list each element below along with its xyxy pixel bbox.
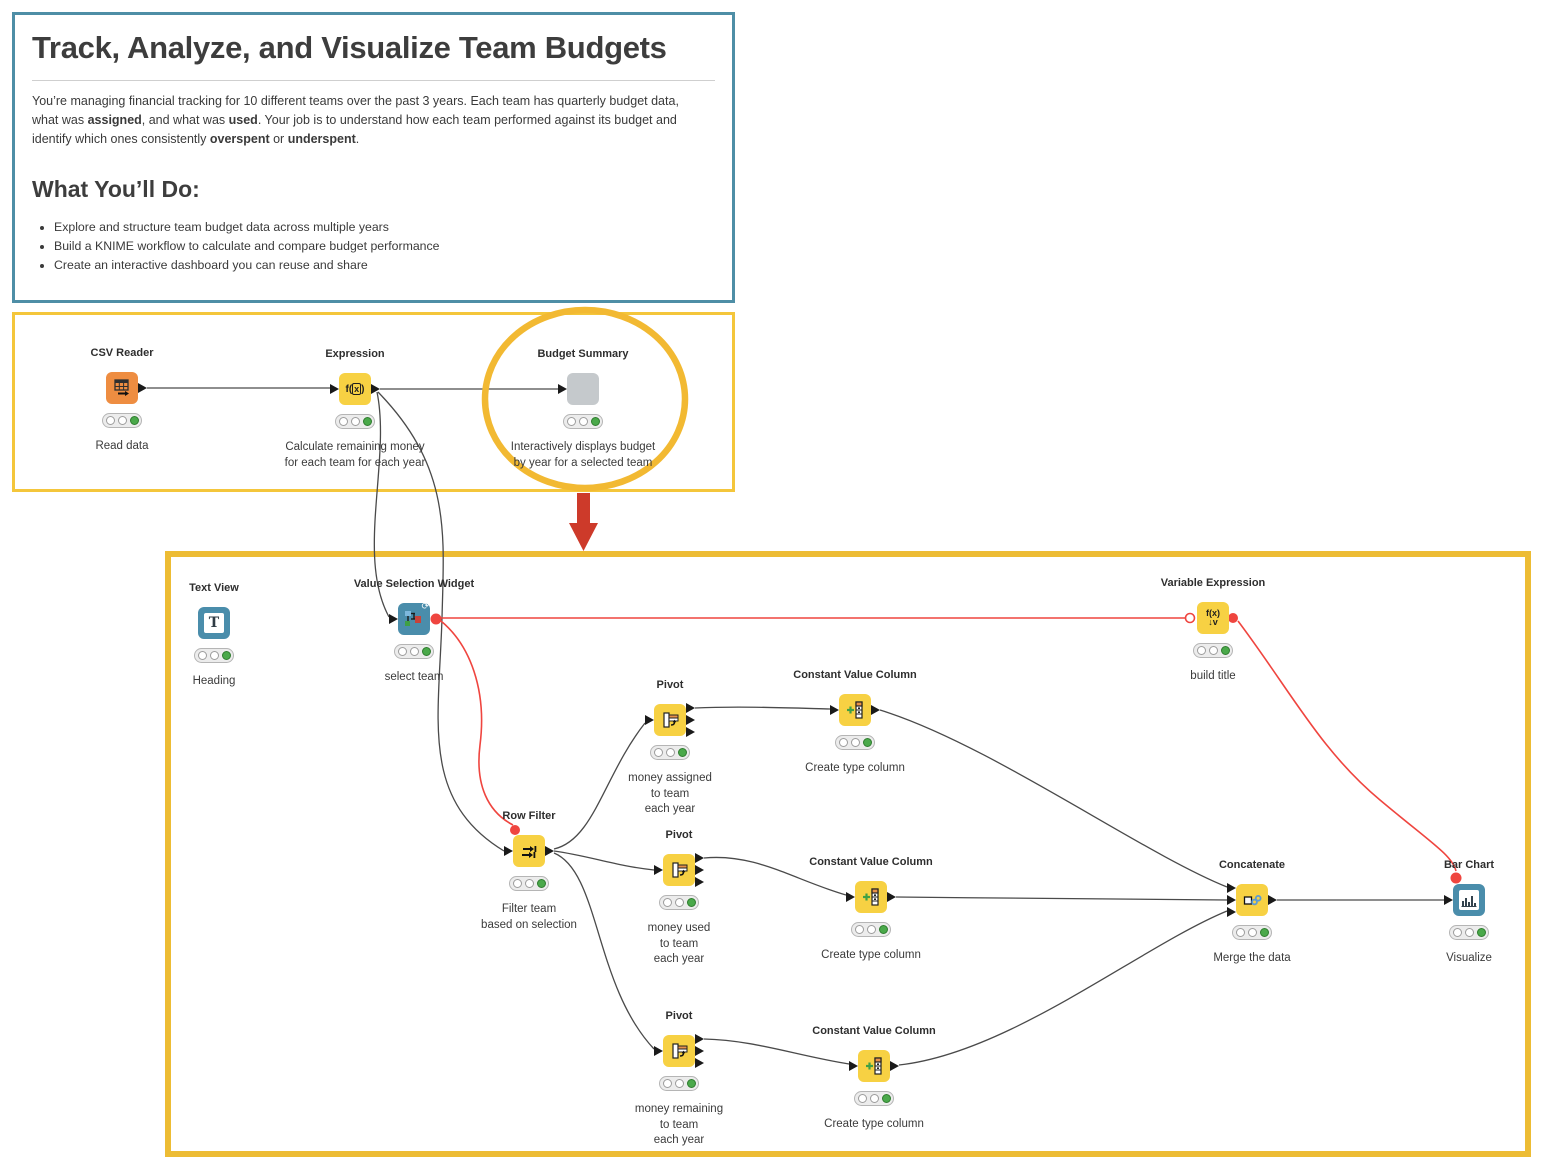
node-label: Pivot	[665, 829, 693, 841]
row-filter-icon	[522, 846, 537, 858]
node-pivot-used: Pivot money used to team each year	[569, 828, 789, 968]
node-desc: Heading	[192, 675, 236, 687]
traffic-light	[659, 1076, 699, 1091]
node-desc: money assigned to team each year	[628, 772, 712, 815]
constant-column-icon	[847, 701, 863, 719]
traffic-light	[102, 413, 142, 428]
concatenate-node[interactable]	[1236, 884, 1268, 916]
node-desc: Create type column	[821, 949, 921, 961]
intro-card: Track, Analyze, and Visualize Team Budge…	[12, 12, 735, 303]
concatenate-icon	[1243, 895, 1262, 906]
row-filter-node[interactable]	[513, 835, 545, 867]
node-desc: Create type column	[805, 762, 905, 774]
node-desc: Interactively displays budget by year fo…	[510, 441, 656, 469]
csv-reader-node[interactable]	[106, 372, 138, 404]
pivot-icon	[663, 712, 679, 728]
intro-paragraph: You’re managing financial tracking for 1…	[32, 94, 679, 146]
node-label: Pivot	[656, 679, 684, 691]
node-label: Row Filter	[502, 810, 556, 822]
node-text-view: Text View T Heading	[104, 581, 324, 690]
node-label: Constant Value Column	[809, 856, 933, 868]
constant-column-icon	[863, 888, 879, 906]
node-desc: Read data	[95, 440, 149, 452]
traffic-light	[563, 414, 603, 429]
node-label: Text View	[189, 582, 239, 594]
node-constant-value-column-remaining: Constant Value Column Create type column	[764, 1024, 984, 1133]
node-expression: Expression f(x) Calculate remaining mone…	[245, 347, 465, 471]
pivot-node[interactable]	[663, 854, 695, 886]
node-value-selection-widget: Value Selection Widget ⟳ select team	[304, 577, 524, 686]
node-constant-value-column-assigned: Constant Value Column Create type column	[745, 668, 965, 777]
text-view-node[interactable]: T	[198, 607, 230, 639]
node-label: Bar Chart	[1443, 859, 1495, 871]
what-youll-do-heading: What You’ll Do:	[32, 176, 200, 202]
traffic-light	[650, 745, 690, 760]
traffic-light	[1232, 925, 1272, 940]
list-item: Build a KNIME workflow to calculate and …	[54, 237, 715, 256]
node-label: Constant Value Column	[812, 1025, 936, 1037]
constant-column-icon	[866, 1057, 882, 1075]
refresh-icon: ⟳	[421, 601, 429, 611]
node-label: Value Selection Widget	[353, 578, 475, 590]
constant-value-column-node[interactable]	[858, 1050, 890, 1082]
node-desc: Calculate remaining money for each team …	[284, 441, 426, 469]
node-label: Variable Expression	[1160, 577, 1266, 589]
list-item: Explore and structure team budget data a…	[54, 218, 715, 237]
down-arrow-icon	[569, 493, 598, 551]
pivot-icon	[672, 862, 688, 878]
variable-expression-node[interactable]: f(x)↓v	[1197, 602, 1229, 634]
traffic-light	[509, 876, 549, 891]
node-desc: select team	[384, 671, 444, 683]
bar-chart-icon	[1461, 896, 1477, 907]
traffic-light	[394, 644, 434, 659]
traffic-light	[1449, 925, 1489, 940]
traffic-light	[335, 414, 375, 429]
traffic-light	[835, 735, 875, 750]
node-pivot-remaining: Pivot money remaining to team each year	[569, 1009, 789, 1149]
node-label: CSV Reader	[90, 347, 154, 359]
traffic-light	[854, 1091, 894, 1106]
fx-icon: f(x)	[345, 382, 365, 395]
pivot-node[interactable]	[663, 1035, 695, 1067]
bar-chart-node[interactable]	[1453, 884, 1485, 916]
node-concatenate: Concatenate Merge the data	[1142, 858, 1362, 967]
node-desc: Merge the data	[1213, 952, 1291, 964]
node-row-filter: Row Filter Filter team based on selectio…	[419, 809, 639, 933]
divider	[32, 80, 715, 81]
value-selection-icon	[405, 611, 421, 626]
constant-value-column-node[interactable]	[855, 881, 887, 913]
node-label: Constant Value Column	[793, 669, 917, 681]
budget-summary-component-node[interactable]	[567, 373, 599, 405]
table-arrow-icon	[114, 379, 129, 396]
node-desc: build title	[1190, 670, 1236, 682]
node-desc: Visualize	[1446, 952, 1492, 964]
constant-value-column-node[interactable]	[839, 694, 871, 726]
fx-variable-icon: f(x)↓v	[1206, 608, 1220, 627]
node-label: Budget Summary	[537, 348, 629, 360]
node-label: Expression	[325, 348, 385, 360]
traffic-light	[851, 922, 891, 937]
pivot-icon	[672, 1043, 688, 1059]
list-item: Create an interactive dashboard you can …	[54, 256, 715, 275]
traffic-light	[1193, 643, 1233, 658]
traffic-light	[194, 648, 234, 663]
value-selection-widget-node[interactable]: ⟳	[398, 601, 430, 635]
node-csv-reader: CSV Reader Read data	[12, 346, 232, 455]
node-desc: Create type column	[824, 1118, 924, 1130]
node-label: Pivot	[665, 1010, 693, 1022]
node-variable-expression: Variable Expression f(x)↓v build title	[1103, 576, 1323, 685]
node-desc: money used to team each year	[647, 922, 711, 965]
node-label: Concatenate	[1218, 859, 1286, 871]
node-desc: money remaining to team each year	[634, 1103, 724, 1146]
node-desc: Filter team based on selection	[481, 903, 577, 931]
pivot-node[interactable]	[654, 704, 686, 736]
page-title: Track, Analyze, and Visualize Team Budge…	[32, 30, 667, 65]
node-bar-chart: Bar Chart Visualize	[1359, 858, 1560, 967]
expression-node[interactable]: f(x)	[339, 373, 371, 405]
traffic-light	[659, 895, 699, 910]
text-icon: T	[204, 613, 224, 633]
what-youll-do-list: Explore and structure team budget data a…	[32, 218, 715, 275]
node-constant-value-column-used: Constant Value Column Create type column	[761, 855, 981, 964]
node-budget-summary: Budget Summary Interactively displays bu…	[473, 347, 693, 471]
